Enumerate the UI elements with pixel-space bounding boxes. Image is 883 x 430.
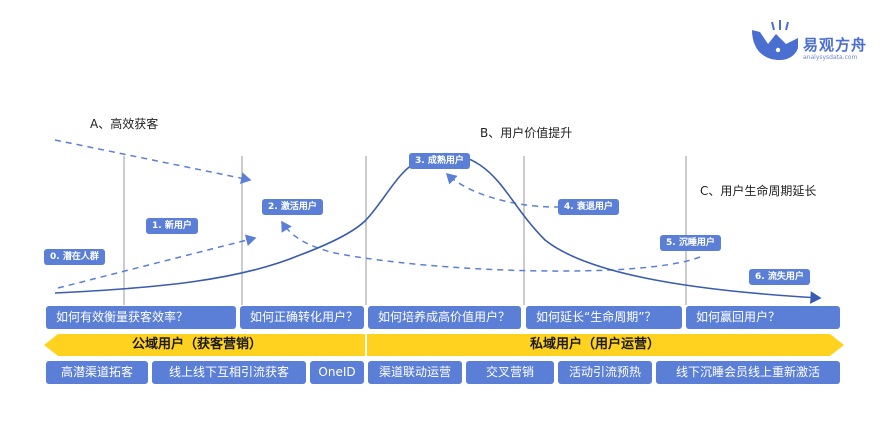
stage-dormant: 5. 沉睡用户 (660, 235, 721, 251)
user-band-arrow (44, 334, 844, 356)
tactic-event-warmup: 活动引流预热 (558, 361, 652, 384)
logo-domain: analysysdata.com (803, 54, 858, 61)
tactic-online-offline: 线上线下互相引流获客 (152, 361, 306, 384)
stage-potential: 0. 潜在人群 (44, 249, 105, 265)
tactic-reactivate-dormant: 线下沉睡会员线上重新激活 (656, 361, 840, 384)
dashed-arrow-winback (281, 220, 701, 272)
phase-b-label: B、用户价值提升 (480, 126, 573, 140)
question-winback: 如何赢回用户？ (686, 306, 840, 329)
stage-mature: 3. 成熟用户 (409, 153, 470, 169)
tactic-cross-marketing: 交叉营销 (466, 361, 554, 384)
stage-declining: 4. 衰退用户 (558, 199, 619, 215)
question-high-value: 如何培养成高价值用户？ (368, 306, 521, 329)
dashed-arrow-acquire (54, 139, 252, 185)
tactic-high-potential-channels: 高潜渠道拓客 (46, 361, 148, 384)
question-acquisition: 如何有效衡量获客效率？ (46, 306, 236, 329)
stage-new-user: 1. 新用户 (146, 218, 198, 234)
band-private-label: 私域用户（用户运营） (530, 337, 661, 352)
question-lifecycle: 如何延长“生命周期”？ (526, 306, 682, 329)
band-public-label: 公域用户（获客营销） (132, 337, 263, 352)
question-conversion: 如何正确转化用户？ (240, 306, 364, 329)
tactic-oneid: OneID (310, 361, 364, 384)
logo-name: 易观方舟 (803, 36, 868, 54)
tactic-channel-linkage: 渠道联动运营 (368, 361, 462, 384)
phase-a-label: A、高效获客 (90, 117, 159, 131)
dashed-arrow-convert (57, 234, 257, 289)
logo-whale-icon (752, 20, 798, 60)
dashed-arrow-decline (445, 172, 561, 208)
stage-churned: 6. 流失用户 (749, 269, 810, 285)
stage-activated: 2. 激活用户 (262, 199, 323, 215)
phase-c-label: C、用户生命周期延长 (700, 184, 817, 198)
